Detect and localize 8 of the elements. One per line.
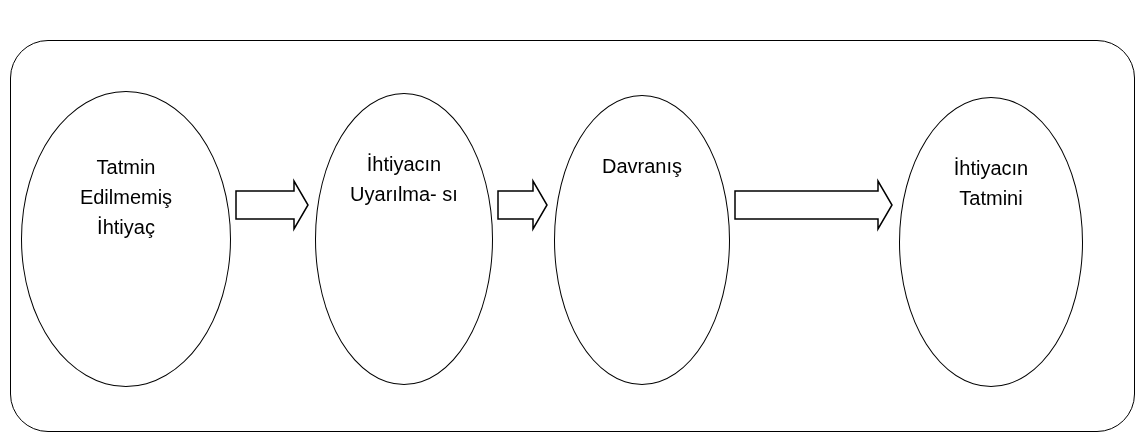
block-arrow <box>497 178 548 232</box>
node-label: Tatmin Edilmemiş İhtiyaç <box>78 155 174 240</box>
node-label: İhtiyacın Tatmini <box>952 156 1030 211</box>
node-label: Davranış <box>601 154 683 179</box>
block-arrow <box>734 178 893 232</box>
container-box <box>10 40 1135 432</box>
node-label: İhtiyacın Uyarılma- sı <box>349 152 459 207</box>
block-arrow <box>235 178 309 232</box>
